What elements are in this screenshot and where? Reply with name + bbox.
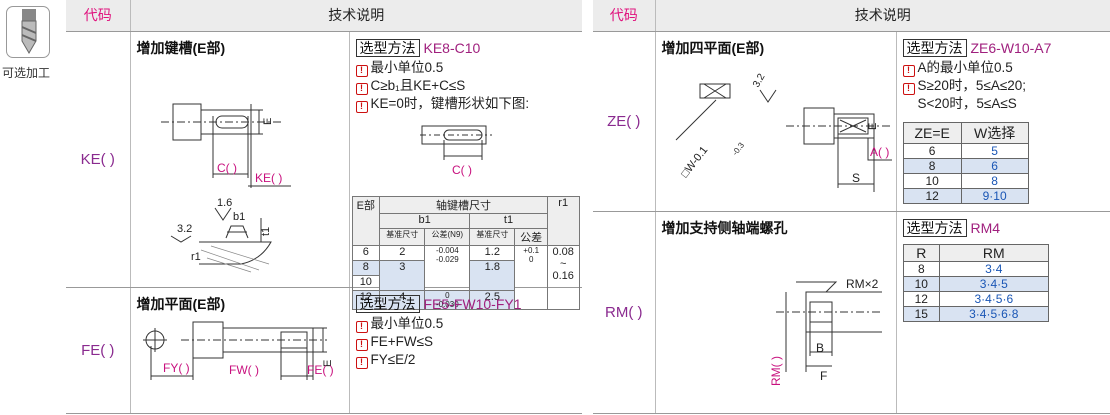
ke-t1-label: t1 <box>260 226 272 235</box>
ze-s-label: S <box>852 171 860 185</box>
ke-b1-label: b1 <box>233 211 245 223</box>
ze-a-dim: A( ) <box>870 145 889 159</box>
ke-c-dim: C( ) <box>217 161 237 175</box>
ze-drawing-cell: 增加四平面(E部) E S A( ) □W- <box>655 31 897 212</box>
ke-roughness-32: 3.2 <box>177 223 192 235</box>
right-spec-table: 代码 技术说明 ZE( ) 增加四平面(E部) <box>593 0 1110 414</box>
fe-title: 增加平面(E部) <box>136 295 226 312</box>
flat-drawing: E FY( ) FW( ) FE( ) <box>142 321 334 380</box>
ze-code: ZE( ) <box>593 31 656 212</box>
rm-code: RM( ) <box>593 211 656 414</box>
desc-header: 技术说明 <box>130 0 582 32</box>
warning-icon: ! <box>355 356 368 369</box>
optional-processing-label: 可选加工 <box>2 66 51 80</box>
rm-rm-dim: RM( ) <box>769 356 783 386</box>
ze-notes: !A的最小单位0.5 !S≥20时，5≤A≤20; S<20时，5≤A≤S <box>902 59 1027 112</box>
fe-note-2: !FE+FW≤S <box>355 333 444 351</box>
fe-e-label: E <box>322 359 334 366</box>
fe-fy-dim: FY( ) <box>163 361 190 375</box>
warning-icon: ! <box>355 320 368 333</box>
fe-fe-dim: FE( ) <box>307 363 334 377</box>
ze-note-3: S<20时，5≤A≤S <box>917 95 1017 111</box>
rm-f-label: F <box>820 369 827 383</box>
warning-icon: ! <box>355 338 368 351</box>
rm-title: 增加支持侧轴端螺孔 <box>661 219 788 236</box>
ke-code: KE( ) <box>66 31 131 288</box>
desc-header: 技术说明 <box>655 0 1110 32</box>
fe-notes: !最小单位0.5 !FE+FW≤S !FY≤E/2 <box>355 315 444 369</box>
ze-roughness: 3.2 <box>751 71 768 89</box>
keyway-drawing: E C( ) KE( ) 3.2 1.6 b1 t1 r1 <box>160 103 291 272</box>
ze-w-dim: □W-0.1 <box>678 144 709 180</box>
rm-b-label: B <box>816 341 824 355</box>
warning-icon: ! <box>902 82 915 95</box>
ze-note-1: !A的最小单位0.5 <box>902 59 1027 77</box>
left-spec-table: 代码 技术说明 KE( ) 增加键槽(E部) E C( ) KE( ) <box>66 0 582 414</box>
ke-note-3: !KE=0时，键槽形状如下图: <box>355 95 529 113</box>
warning-icon: ! <box>355 64 368 77</box>
ke-ke-dim: KE( ) <box>255 171 282 185</box>
rm-drawing-cell: 增加支持侧轴端螺孔 RM×2 B F RM( ) <box>655 211 897 414</box>
fe-code: FE( ) <box>66 287 131 414</box>
four-flat-drawing: E S A( ) □W-0.1 -0.3 3.2 <box>675 71 892 192</box>
ze-note-2: !S≥20时，5≤A≤20; <box>902 77 1026 95</box>
ke-title: 增加键槽(E部) <box>136 39 226 56</box>
ke-r1-label: r1 <box>191 251 201 263</box>
fe-note-1: !最小单位0.5 <box>355 315 443 333</box>
ke-roughness-16: 1.6 <box>217 197 232 209</box>
ke-zero-c-dim: C( ) <box>452 163 472 177</box>
tapped-hole-drawing: RM×2 B F RM( ) <box>769 277 882 386</box>
warning-icon: ! <box>355 100 368 113</box>
ke-zero-keyway-drawing: C( ) <box>419 125 492 177</box>
warning-icon: ! <box>902 64 915 77</box>
ze-title: 增加四平面(E部) <box>661 39 765 56</box>
ke-e-label: E <box>262 117 274 124</box>
ke-note-2: !C≥b₁且KE+C≤S <box>355 77 530 95</box>
ke-sel-label: 选型方法 <box>355 38 420 57</box>
code-header: 代码 <box>593 0 656 32</box>
ze-e-label: E <box>867 122 879 129</box>
rm-rmx2-label: RM×2 <box>846 277 879 291</box>
ke-drawing-cell: 增加键槽(E部) E C( ) KE( ) <box>130 31 350 288</box>
ke-sel-value: KE8-C10 <box>423 39 481 56</box>
fe-note-3: !FY≤E/2 <box>355 351 444 369</box>
fe-drawing-cell: 增加平面(E部) E FY( ) FW( ) FE( ) <box>130 287 350 414</box>
code-header: 代码 <box>66 0 131 32</box>
ke-note-1: !最小单位0.5 <box>355 59 530 77</box>
ke-notes: !最小单位0.5 !C≥b₁且KE+C≤S !KE=0时，键槽形状如下图: <box>355 59 530 113</box>
fe-fw-dim: FW( ) <box>229 363 259 377</box>
ze-w-tol: -0.3 <box>730 140 746 157</box>
warning-icon: ! <box>355 82 368 95</box>
drill-bit-icon <box>6 6 50 58</box>
